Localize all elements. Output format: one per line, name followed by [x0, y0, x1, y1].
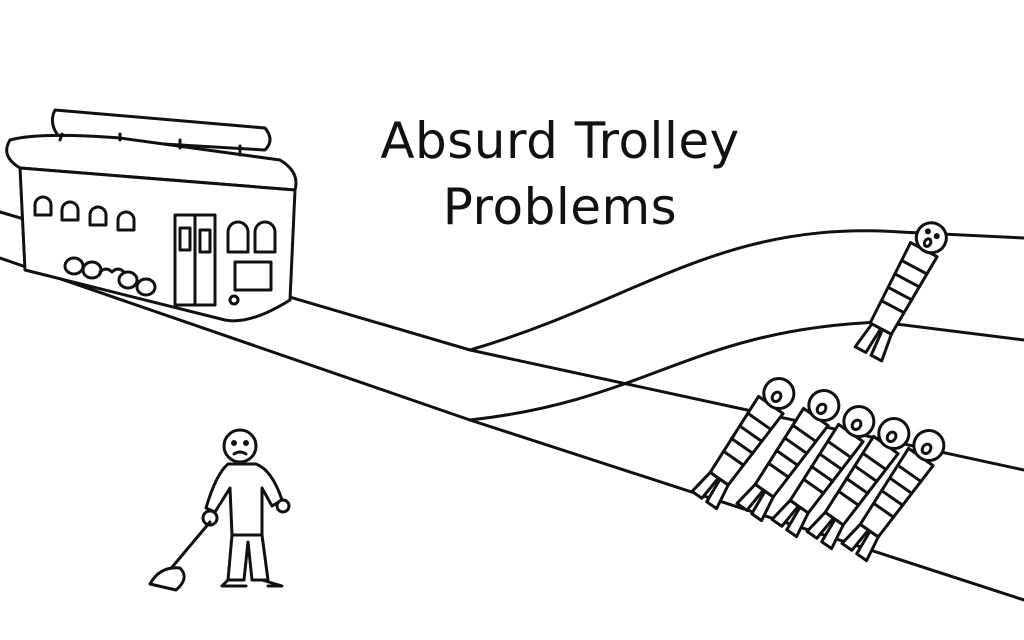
- tied-person: [805, 417, 911, 551]
- tied-person: [690, 377, 796, 511]
- person-at-lever: [201, 428, 291, 588]
- tied-person: [735, 389, 841, 523]
- meme-title: Absurd Trolley Problems: [330, 108, 790, 240]
- person-on-side-track: [853, 221, 948, 363]
- title-line-1: Absurd Trolley: [380, 112, 740, 170]
- tied-person: [840, 429, 946, 563]
- trolley: [5, 108, 298, 323]
- side-track: [468, 229, 1024, 422]
- title-line-2: Problems: [442, 178, 678, 236]
- track-lever: [148, 520, 212, 592]
- tied-person: [770, 405, 876, 539]
- people-on-main-track: [690, 377, 946, 563]
